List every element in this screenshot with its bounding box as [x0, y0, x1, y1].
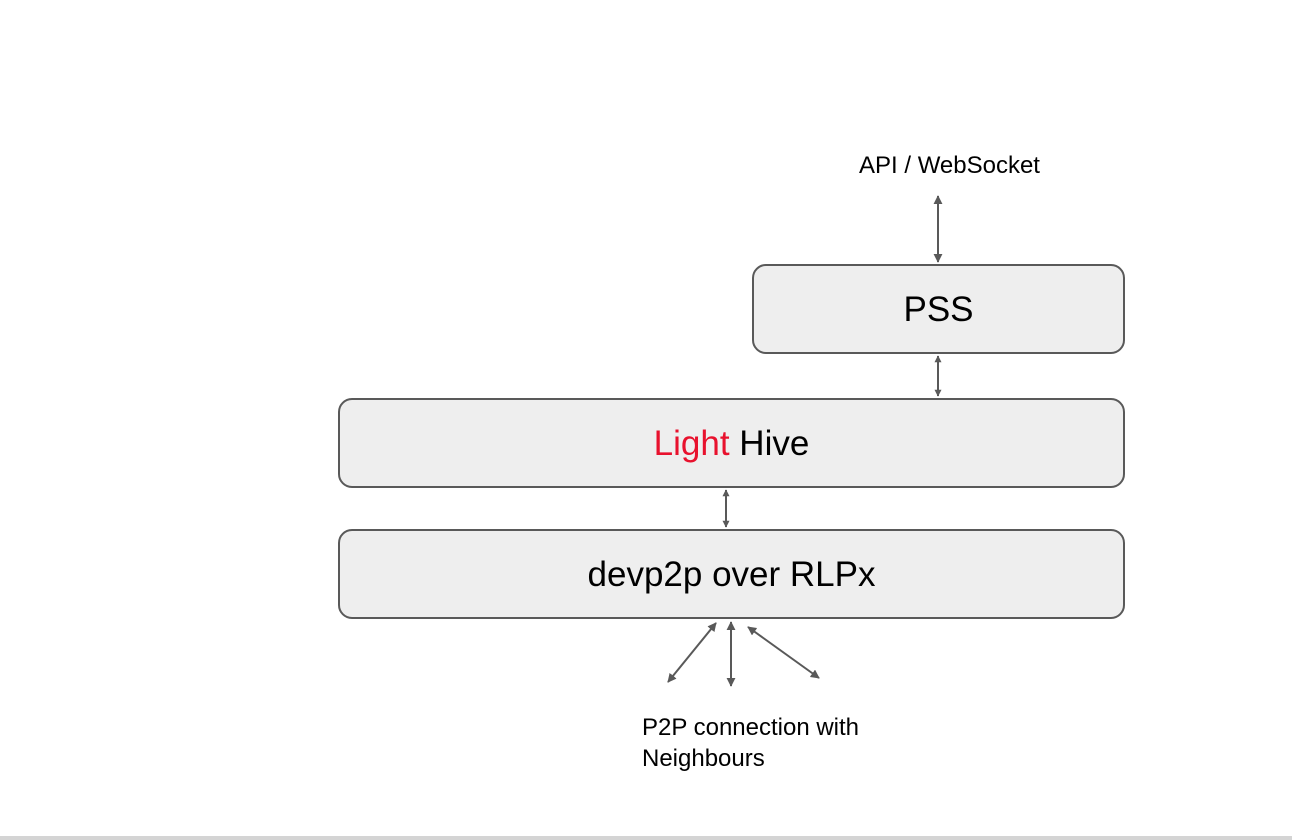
neighbour-arrow-right	[747, 626, 820, 679]
api-websocket-text: API / WebSocket	[859, 152, 1040, 179]
pss-label: PSS	[903, 289, 974, 329]
p2p-label-line2: Neighbours	[642, 745, 765, 772]
light-hive-label: Light Hive	[654, 426, 810, 461]
light-hive-box: Light Hive	[338, 398, 1125, 488]
pss-box: PSS	[752, 264, 1125, 354]
light-hive-rest: Hive	[729, 423, 810, 463]
devp2p-box: devp2p over RLPx	[338, 529, 1125, 619]
p2p-connection-label: P2P connection with Neighbours	[642, 712, 859, 774]
devp2p-label: devp2p over RLPx	[587, 554, 876, 594]
light-hive-highlight: Light	[653, 423, 730, 463]
neighbour-arrow-left	[667, 622, 717, 683]
bottom-divider	[0, 836, 1292, 840]
api-websocket-label: API / WebSocket	[859, 150, 1040, 181]
p2p-label-line1: P2P connection with	[642, 714, 860, 741]
